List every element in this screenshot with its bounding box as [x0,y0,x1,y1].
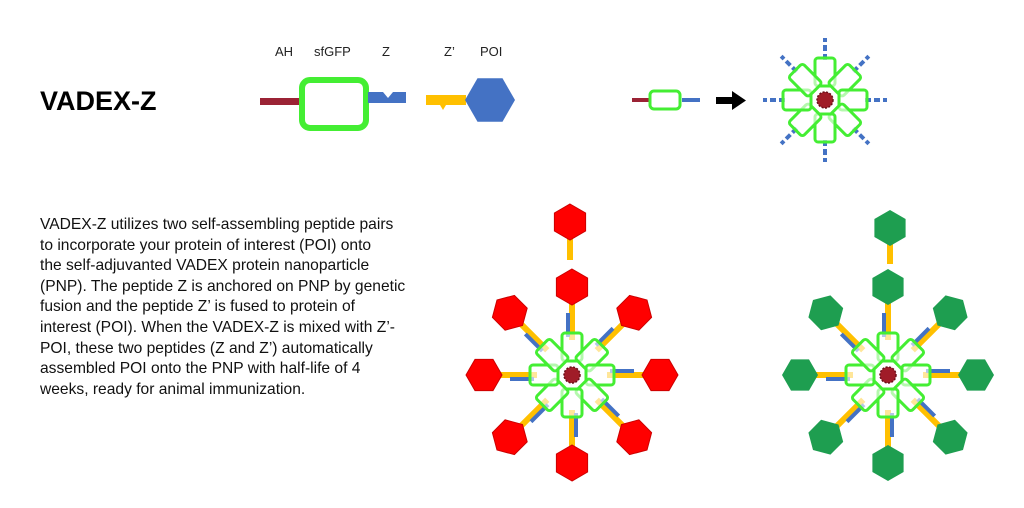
red-poi-poi-hexagon [555,444,589,482]
green-poi-sfgfp-unit [850,337,886,373]
arrow-shaft [716,97,732,104]
green-poi-poi-hexagon [872,445,904,481]
vadex-z-sfgfp-unit [827,102,863,138]
ah-peptide [260,98,304,105]
arrow-head-icon [732,91,746,110]
poi-hexagon [465,78,515,122]
green-poi-sfgfp-unit [850,377,886,413]
red-poi-poi-hexagon [616,294,653,331]
green-poi-poi-hexagon [808,295,844,331]
vadex-z-nanoparticle [763,38,887,162]
vadex-z-z-arm [851,54,871,74]
description-line: (PNP). The peptide Z is anchored on PNP … [40,277,406,295]
vadex-z-sfgfp-unit [787,102,823,138]
green-poi-core [879,366,897,384]
z-peptide [368,92,406,103]
vadex-z-z-arm [851,126,871,146]
label-sfgfp: sfGFP [314,44,351,59]
green-poi-poi-hexagon [808,419,844,455]
label-poi: POI [480,44,503,59]
red-poi-poi-hexagon [641,358,679,392]
vadex-z-z-arm [779,54,799,74]
red-poi-core [563,366,581,384]
z-peptide-small [682,98,700,102]
red-poi-nanoparticle [500,303,644,447]
ah-peptide-small [632,98,650,102]
description-line: assembled POI onto the PNP with half-lif… [40,360,361,378]
red-poi-sfgfp-unit [574,337,610,373]
label-ah: AH [275,44,294,59]
vadex-z-sfgfp-unit [787,62,823,98]
free-z-prime-red [567,236,573,260]
vadex-z-core [816,91,834,109]
green-poi-poi-hexagon [932,295,968,331]
red-poi-sfgfp-unit [534,337,570,373]
description-line: to incorporate your protein of interest … [40,236,372,254]
red-poi-poi-hexagon [555,268,589,306]
green-poi-sfgfp-unit [890,337,926,373]
page-title: VADEX-Z [40,86,157,116]
green-poi-poi-hexagon [872,269,904,305]
description-line: interest (POI). When the VADEX-Z is mixe… [40,318,395,336]
red-poi-sfgfp-unit [574,377,610,413]
red-poi-poi-hexagon [465,358,503,392]
label-z: Z [382,44,390,59]
sfgfp-small [648,89,682,111]
sfgfp-barrel [299,77,369,131]
description-line: weeks, ready for animal immunization. [40,380,306,398]
green-poi-sfgfp-unit [890,377,926,413]
red-poi-poi-hexagon [616,419,653,456]
description-line: the self-adjuvanted VADEX protein nanopa… [40,257,370,275]
green-poi-poi-hexagon [958,359,994,391]
z-prime-peptide [426,95,466,110]
red-poi-poi-hexagon [491,419,528,456]
description-line: POI, these two peptides (Z and Z’) autom… [40,339,373,357]
vadex-z-sfgfp-unit [827,62,863,98]
free-poi-green [874,210,906,246]
red-poi-sfgfp-unit [534,377,570,413]
red-poi-poi-hexagon [491,294,528,331]
free-z-prime-green [887,240,893,264]
vadex-z-z-arm [779,126,799,146]
label-z-prime: Z’ [444,44,455,59]
green-poi-poi-hexagon [932,419,968,455]
description-line: VADEX-Z utilizes two self-assembling pep… [40,216,394,233]
description-line: fusion and the peptide Z’ is fused to pr… [40,298,355,316]
free-poi-red [553,203,587,241]
green-poi-nanoparticle [816,303,960,447]
description: VADEX-Z utilizes two self-assembling pep… [40,215,405,400]
green-poi-poi-hexagon [782,359,818,391]
